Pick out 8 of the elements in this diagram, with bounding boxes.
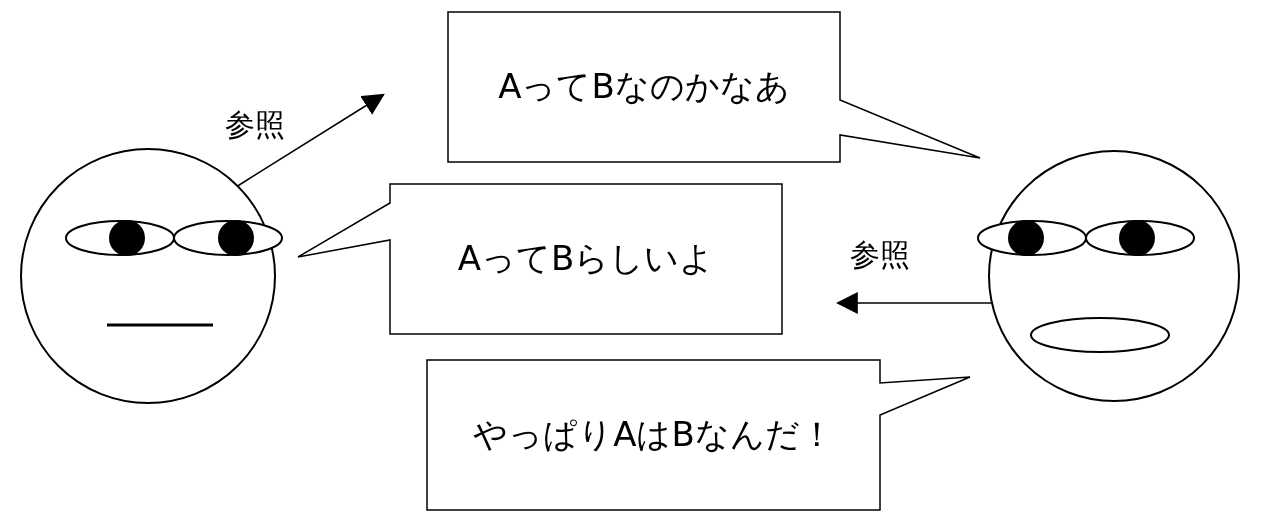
arrow xyxy=(236,93,385,187)
speech-bubble xyxy=(297,183,783,335)
speech-bubble xyxy=(426,359,971,511)
speech-text: AってBなのかなあ xyxy=(498,65,790,108)
speech-text: やっぱりAはBなんだ！ xyxy=(473,413,834,456)
arrow xyxy=(835,292,993,314)
speech-bubble xyxy=(447,11,981,163)
speech-text: AってBらしいよ xyxy=(457,237,715,280)
